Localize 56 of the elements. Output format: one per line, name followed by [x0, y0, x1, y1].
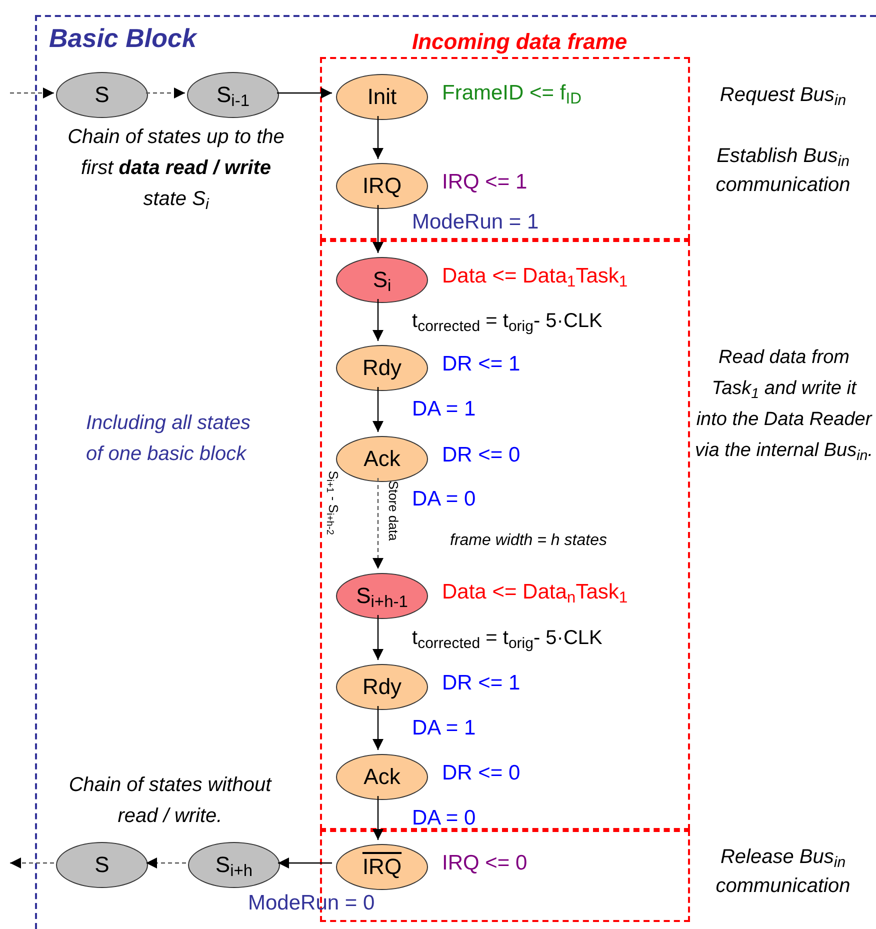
annotation: frame width = h states — [450, 531, 608, 551]
state-action: DA = 1 — [412, 718, 476, 738]
state-action: DA = 0 — [412, 488, 476, 510]
arrow — [372, 387, 384, 432]
state-action: DR <= 1 — [442, 672, 520, 694]
frame-region — [320, 240, 690, 830]
state-action: IRQ <= 1 — [442, 172, 528, 192]
edge-note: Store data — [384, 480, 402, 543]
arrow — [372, 615, 384, 660]
state-ellipse: Ack — [336, 754, 428, 800]
state-action: IRQ <= 0 — [442, 852, 528, 874]
arrow — [372, 478, 384, 569]
annotation: Establish Bus$_{in}$ communication — [714, 144, 852, 198]
arrow — [372, 796, 384, 840]
state-action: Data <= Data$_{n}$Task$_{1}$ — [442, 582, 628, 602]
state-ellipse: S — [56, 72, 148, 118]
state-ellipse: S$_{i+h-1}$ — [336, 573, 428, 619]
annotation: t$_{corrected}$ = t$_{orig}$- 5·CLK — [412, 626, 604, 653]
arrow — [10, 858, 54, 868]
state-action: Data <= Data$_{1}$Task$_{1}$ — [442, 266, 628, 286]
region-title: Basic Block — [49, 22, 196, 55]
state-ellipse: Init — [336, 74, 428, 120]
annotation: Chain of states without read / write. — [68, 773, 273, 829]
arrow — [372, 706, 384, 750]
region-title: Incoming data frame — [412, 28, 628, 56]
arrow — [372, 116, 384, 159]
basic-block-region — [35, 15, 876, 929]
state-action: DR <= 0 — [442, 762, 520, 784]
state-action: DR <= 0 — [442, 444, 520, 466]
state-action: FrameID <= f$_{ID}$ — [442, 82, 582, 104]
state-ellipse: S$_{i-1}$ — [187, 72, 279, 118]
state-ellipse: Rdy — [336, 664, 428, 710]
state-action: DR <= 1 — [442, 354, 520, 374]
state-ellipse: S$_{i+h}$ — [188, 842, 280, 888]
arrow — [372, 205, 384, 253]
arrow — [278, 858, 332, 868]
state-ellipse: Rdy — [336, 345, 428, 391]
annotation: Chain of states up to the first data read / write state S$_{i}$ — [66, 125, 286, 215]
arrow — [277, 88, 332, 98]
state-action: ModeRun = 1 — [412, 212, 539, 232]
annotation: Request Bus$_{in}$ — [718, 83, 848, 110]
annotation: Including all states of one basic block — [86, 411, 252, 467]
annotation: Release Bus$_{in}$ communication — [714, 845, 852, 899]
annotation: Read data from Task$_{1}$ and write it into the Data Reader via the internal Bus$_{in}$. — [694, 346, 874, 466]
state-action: ModeRun = 0 — [248, 892, 375, 914]
arrow — [10, 88, 54, 98]
state-ellipse: S — [56, 842, 148, 888]
state-ellipse: S$_{i}$ — [336, 257, 428, 303]
state-ellipse: IRQ — [336, 163, 428, 209]
state-action: DA = 0 — [412, 808, 476, 828]
arrow — [146, 88, 185, 98]
annotation: t$_{corrected}$ = t$_{orig}$- 5·CLK — [412, 309, 604, 336]
arrow — [146, 858, 186, 868]
arrow — [372, 299, 384, 341]
state-ellipse: IRQ — [336, 844, 428, 890]
state-action: DA = 1 — [412, 398, 476, 420]
